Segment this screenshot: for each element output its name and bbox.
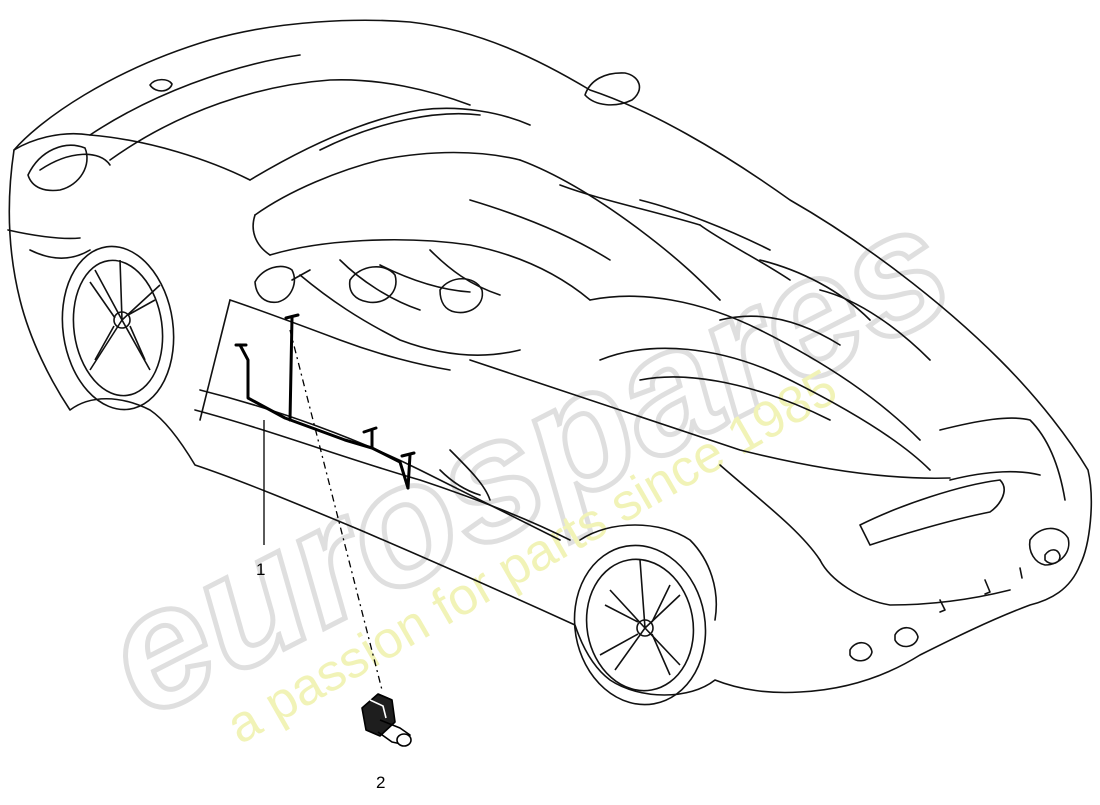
car-outline [7,19,1093,696]
leader-line-2 [289,329,383,691]
watermark-brand: eurospares [76,168,979,753]
sensor-part [361,693,412,747]
front-wheel [61,245,175,411]
leader-lines [263,329,383,691]
rear-wheel [573,544,707,706]
callout-2: 2 [376,773,386,792]
callout-1: 1 [256,560,266,579]
watermark: eurospares a passion for parts since 198… [73,165,981,755]
